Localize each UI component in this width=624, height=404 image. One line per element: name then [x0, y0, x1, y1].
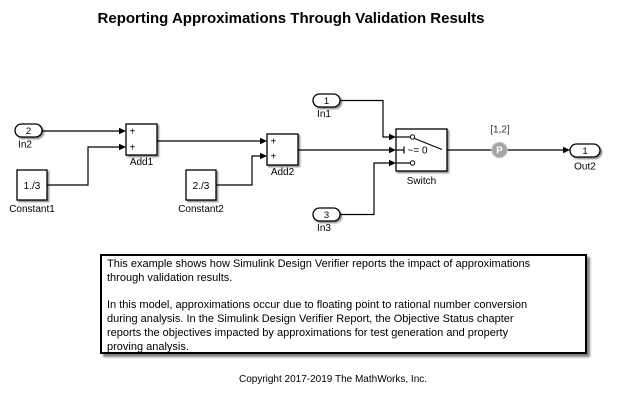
block-in2: 2 In2	[14, 123, 43, 151]
arrowhead	[260, 137, 267, 145]
block-label: In3	[317, 223, 331, 234]
sum-plus-sign: +	[271, 137, 277, 148]
sum-plus-sign: +	[130, 127, 136, 138]
sum-plus-sign: +	[271, 152, 277, 163]
block-switch: ~= 0 Switch	[395, 128, 448, 187]
block-label: Out2	[574, 162, 596, 173]
arrowhead	[389, 159, 396, 167]
inport-oval[interactable]	[312, 207, 341, 222]
inport-number: 1	[324, 96, 329, 107]
model-title: Reporting Approximations Through Validat…	[97, 10, 485, 27]
objectives-annotation: [1,2]	[490, 125, 510, 136]
switch-bottom-contact	[409, 160, 416, 166]
description-paragraph-2: In this model, approximations occur due …	[107, 299, 528, 353]
block-add2: + + Add2	[266, 133, 299, 178]
arrowhead	[119, 143, 126, 151]
constant-value: 1./3	[24, 181, 41, 192]
proof-badge-circle[interactable]	[491, 141, 508, 159]
inport-oval[interactable]	[14, 123, 43, 138]
wire-constant1-to-add1[interactable]	[47, 146, 122, 186]
switch-top-contact	[409, 134, 416, 140]
arrowhead	[563, 146, 570, 154]
description-paragraph-1: This example shows how Simulink Design V…	[107, 258, 531, 284]
sum-box[interactable]	[125, 123, 158, 156]
inport-oval[interactable]	[312, 93, 341, 108]
arrowhead	[119, 127, 126, 135]
description-annotation-box[interactable]: This example shows how Simulink Design V…	[100, 254, 587, 354]
proof-objective-badge: P	[491, 141, 508, 159]
block-label: Constant2	[178, 204, 224, 215]
sum-box[interactable]	[266, 133, 299, 166]
proof-badge-letter: P	[496, 146, 503, 157]
switch-selector-arm	[414, 137, 443, 151]
switch-criteria: ~= 0	[408, 146, 428, 157]
block-label: Add2	[271, 167, 295, 178]
block-label: In1	[317, 109, 331, 120]
block-constant2: 2./3 Constant2	[178, 169, 224, 215]
block-label: Switch	[407, 176, 436, 187]
wire-in3-to-switch[interactable]	[340, 162, 392, 216]
outport-number: 1	[582, 146, 587, 157]
arrowhead	[260, 152, 267, 160]
constant-value: 2./3	[193, 181, 210, 192]
constant-box[interactable]	[16, 169, 48, 201]
inport-number: 2	[26, 126, 31, 137]
block-label: Constant1	[9, 204, 55, 215]
wire-constant2-to-add2[interactable]	[216, 155, 263, 186]
block-out2: 1 Out2	[569, 143, 601, 173]
arrowhead	[389, 133, 396, 141]
block-constant1: 1./3 Constant1	[9, 169, 55, 215]
sum-plus-sign: +	[130, 143, 136, 154]
block-label: Add1	[130, 157, 154, 168]
inport-number: 3	[324, 210, 329, 221]
constant-box[interactable]	[185, 169, 217, 201]
block-add1: + + Add1	[125, 123, 158, 168]
copyright-annotation: Copyright 2017-2019 The MathWorks, Inc.	[238, 374, 428, 385]
arrowhead	[389, 146, 396, 154]
wire-in1-to-switch[interactable]	[340, 99, 392, 138]
outport-oval[interactable]	[569, 143, 601, 158]
block-label: In2	[18, 140, 32, 151]
block-in1: 1 In1	[312, 93, 341, 120]
block-in3: 3 In3	[312, 207, 341, 234]
